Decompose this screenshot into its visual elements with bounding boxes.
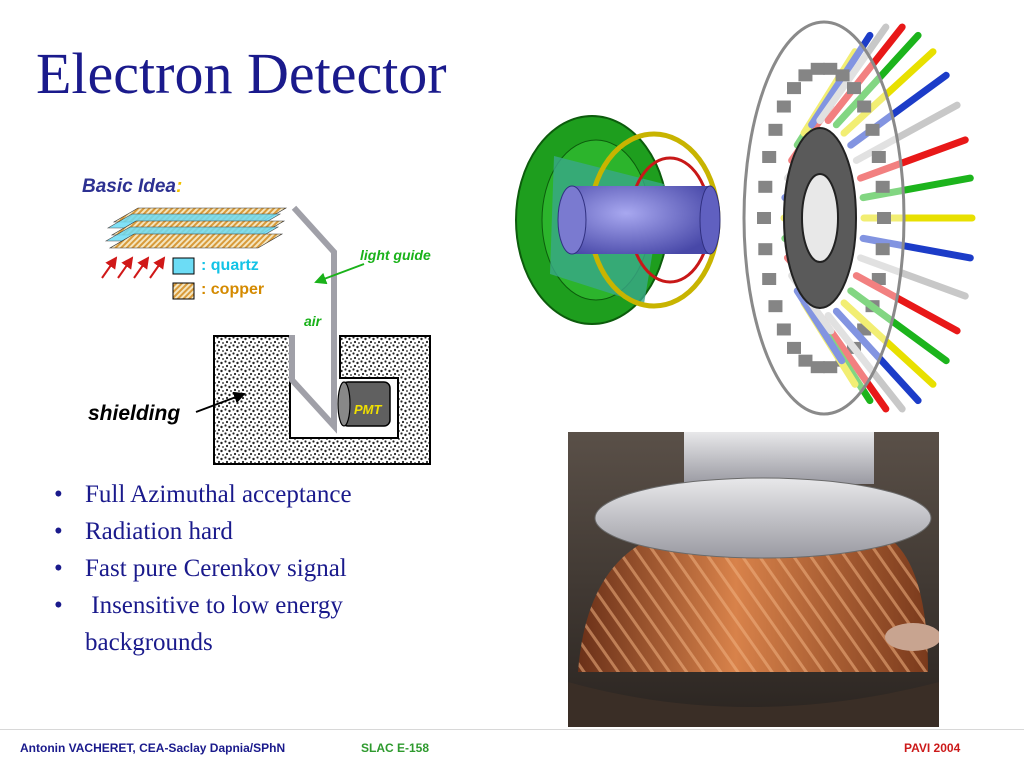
- pmt-housing: [776, 100, 791, 113]
- footer-experiment: SLAC E-158: [361, 741, 430, 755]
- shielding-block: [213, 335, 431, 465]
- pmt-housing: [865, 123, 880, 136]
- pmt-label: PMT: [354, 402, 382, 417]
- pmt-housing: [758, 180, 773, 193]
- pmt-housing: [875, 243, 890, 256]
- bullet-dot: •: [54, 518, 63, 545]
- bullet-text: Fast pure Cerenkov signal: [85, 555, 347, 582]
- azimuthal-array-render: [742, 20, 976, 416]
- light-guide-pointer: [314, 263, 365, 285]
- bullet-item: • Full Azimuthal acceptance: [48, 476, 468, 513]
- pmt-housing: [798, 69, 813, 82]
- radial-module: [824, 23, 906, 125]
- copper-layer: [108, 233, 284, 249]
- pmt-housing: [875, 180, 890, 193]
- air-label: air: [304, 313, 322, 329]
- pmt-housing: [877, 212, 891, 224]
- diagram-heading-colon: :: [176, 176, 183, 197]
- radial-module: [859, 174, 974, 202]
- detector-photo: [568, 432, 939, 727]
- bullet-item: • Insensitive to low energy backgrounds: [48, 587, 468, 661]
- shielding-pointer: [195, 391, 246, 413]
- beam-hole: [801, 173, 839, 263]
- electron-arrow: [149, 256, 166, 279]
- radial-module: [793, 287, 846, 365]
- photo-base: [568, 682, 939, 727]
- radial-module: [847, 287, 950, 365]
- pmt-housing: [768, 123, 783, 136]
- radial-module: [840, 48, 937, 137]
- radial-module: [852, 272, 961, 335]
- incident-electron-arrows: [101, 256, 166, 279]
- beam-cylinder: [570, 186, 710, 254]
- metal-column: [684, 432, 874, 484]
- pmt-housing: [835, 69, 850, 82]
- pmt-housing: [810, 62, 825, 75]
- quartz-copper-stack: [104, 207, 288, 249]
- electron-arrow: [117, 256, 134, 279]
- cylinder-end: [699, 185, 721, 255]
- pmt-housing: [871, 150, 886, 163]
- detector-section-render: [515, 115, 721, 325]
- copper-legend-label: : copper: [201, 281, 265, 298]
- pmt-housing: [762, 150, 777, 163]
- top-plate: [594, 477, 932, 559]
- light-guide: [289, 205, 337, 434]
- light-guide-label: light guide: [360, 247, 431, 263]
- cylinder-front: [557, 185, 587, 255]
- copper-strips: [578, 528, 928, 672]
- bullet-item: • Fast pure Cerenkov signal: [48, 550, 468, 587]
- pmt-housing: [758, 243, 773, 256]
- diagram-heading: Basic Idea:: [82, 176, 182, 198]
- electron-arrow: [101, 256, 118, 279]
- pmt: [337, 381, 391, 427]
- pmt-housing: [762, 273, 777, 286]
- bullet-item: • Radiation hard: [48, 513, 468, 550]
- pmt-window: [337, 381, 351, 427]
- radial-module: [857, 254, 969, 300]
- quartz-legend-swatch: [172, 257, 195, 275]
- footer-author: Antonin VACHERET, CEA-Saclay Dapnia/SPhN: [20, 741, 286, 755]
- detector-schematic: [101, 205, 431, 465]
- quartz-legend-label: : quartz: [201, 257, 259, 274]
- radial-module: [857, 136, 969, 182]
- pmt-housing: [810, 361, 825, 374]
- pmt-housing: [768, 300, 783, 313]
- bullet-list: • Full Azimuthal acceptance • Radiation ha…: [48, 476, 468, 661]
- footer-divider: [0, 729, 1024, 730]
- pmt-housing: [823, 62, 838, 75]
- bullet-text: Radiation hard: [85, 518, 233, 545]
- footer-conference: PAVI 2004: [904, 741, 961, 755]
- pmt-housing: [823, 361, 838, 374]
- radial-module: [840, 299, 937, 388]
- shielding-label: shielding: [88, 402, 181, 425]
- radial-module: [832, 307, 922, 405]
- pmt-housing: [857, 100, 872, 113]
- hand: [885, 623, 939, 651]
- pmt-housing: [787, 341, 801, 354]
- pmt-housing: [776, 323, 791, 336]
- radial-module: [824, 311, 906, 413]
- electron-arrow: [133, 256, 150, 279]
- pmt-housing: [787, 82, 801, 95]
- bullet-dot: •: [54, 592, 63, 619]
- radial-module: [832, 31, 922, 129]
- copper-legend-swatch: [172, 282, 195, 300]
- radial-module: [859, 234, 974, 262]
- bullet-text: Full Azimuthal acceptance: [85, 481, 352, 508]
- pmt-housing: [847, 82, 861, 95]
- pmt-housing: [798, 354, 813, 367]
- page-title: Electron Detector: [36, 41, 447, 106]
- bullet-text: Insensitive to low energy backgrounds: [85, 592, 350, 656]
- bullet-dot: •: [54, 481, 63, 508]
- diagram-heading-text: Basic Idea: [82, 176, 176, 197]
- pmt-housing: [757, 212, 771, 224]
- bullet-dot: •: [54, 555, 63, 582]
- radial-module: [816, 23, 890, 125]
